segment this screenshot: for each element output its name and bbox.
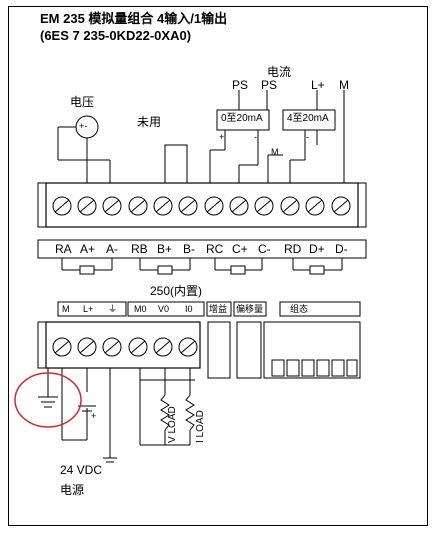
terminal-b-minus: B- [183, 242, 195, 256]
gain-text: 增益 [209, 304, 228, 314]
power-ground-label: ⏚ [108, 304, 118, 314]
terminal-rc: RC [206, 242, 224, 256]
output-i0-label: I0 [185, 304, 193, 314]
meter-symbol: +- [79, 121, 88, 131]
current-label: 电流 [267, 65, 292, 79]
output-terminal-screws [52, 337, 198, 357]
config-text: 组态 [290, 304, 309, 314]
range-box-0-20 [216, 109, 270, 131]
unused-box [164, 144, 188, 184]
minus-sign-1: - [254, 132, 257, 142]
gain-potentiometer [207, 321, 231, 379]
diagram-title: EM 235 模拟量组合 4输入/1输出 [40, 11, 228, 26]
terminal-d-plus: D+ [309, 242, 325, 256]
terminal-d-minus: D- [335, 242, 348, 256]
m-label: M [339, 78, 349, 92]
config-dip-switch [263, 321, 361, 379]
config-label [279, 301, 361, 317]
gain-label [206, 301, 232, 317]
iload-label: I LOAD [195, 410, 206, 443]
power-m-label: M [62, 304, 70, 314]
terminal-c-minus: C- [258, 242, 271, 256]
input-terminal-screws [52, 196, 351, 216]
terminal-a-plus: A+ [80, 242, 96, 256]
unused-label: 未用 [137, 115, 162, 129]
power-source-label: 电源 [60, 483, 85, 497]
minus-sign-2: - [306, 132, 309, 142]
terminal-rb: RB [131, 242, 148, 256]
l-plus-label: L+ [311, 78, 325, 92]
vload-label: V LOAD [167, 406, 178, 443]
voltage-label: 电压 [70, 95, 95, 109]
ps-label-1: PS [232, 78, 249, 92]
power-label-strip [57, 301, 127, 317]
input-label-strip [37, 239, 367, 259]
offset-label [233, 301, 267, 317]
diagram-subtitle: (6ES 7 235-0KD22-0XA0) [40, 28, 192, 43]
terminal-ra: RA [55, 242, 72, 256]
internal-resistor-label: 250(内置) [150, 284, 203, 298]
ground-highlight-circle [14, 372, 82, 428]
power-lplus-label: L+ [83, 304, 94, 314]
plus-sign: + [219, 132, 225, 142]
ps-label-2: PS [261, 78, 278, 92]
range-4-20: 4至20mA [287, 113, 329, 124]
terminal-c-plus: C+ [232, 242, 248, 256]
output-label-strip [127, 301, 205, 317]
m-small-label: M [271, 147, 279, 157]
supply-voltage-label: 24 VDC [60, 463, 103, 477]
output-m0-label: M0 [134, 304, 147, 314]
terminal-b-plus: B+ [157, 242, 173, 256]
range-0-20: 0至20mA [221, 113, 263, 124]
output-v0-label: V0 [158, 304, 170, 314]
supply-plus-sign: + [91, 411, 97, 421]
range-box-4-20 [282, 109, 336, 131]
diagram-frame [8, 6, 428, 526]
offset-text: 偏移量 [236, 304, 264, 314]
terminal-rd: RD [284, 242, 302, 256]
terminal-a-minus: A- [106, 242, 118, 256]
offset-potentiometer [236, 321, 262, 379]
